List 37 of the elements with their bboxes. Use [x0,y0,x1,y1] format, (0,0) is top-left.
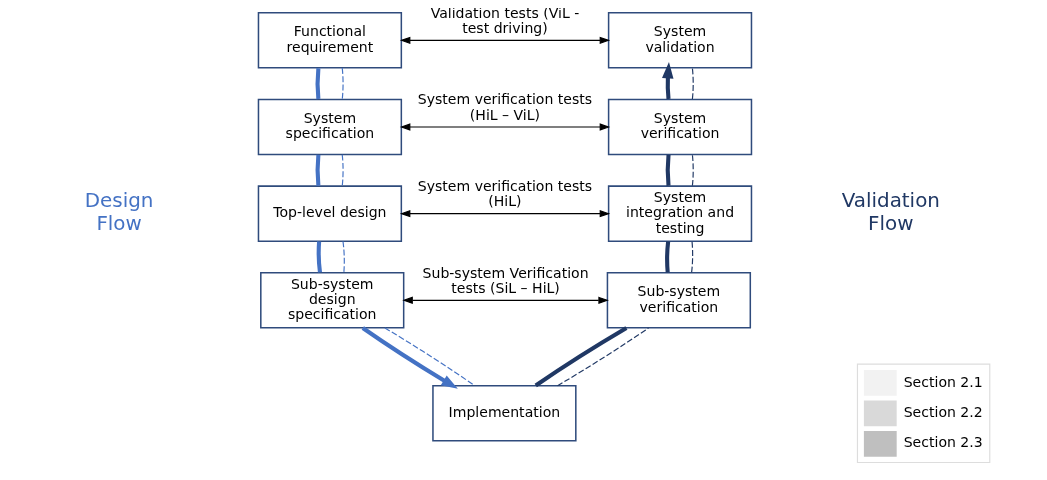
node-box: System integration and testing [607,185,752,242]
connector [556,327,649,387]
legend-label: Section 2.3 [903,434,983,451]
connector [664,241,670,273]
label: Validation Flow [841,189,940,235]
connector [315,154,320,186]
arrow [661,62,673,100]
arrow [399,123,610,131]
connector [341,67,344,100]
arrow [401,296,609,304]
connector [665,154,671,186]
node-box: Top-level design [257,185,402,242]
edge-label: System verification tests (HiL – ViL) [417,91,592,123]
connector [691,67,694,100]
legend-label: Section 2.1 [903,373,983,390]
node-box: System specification [257,98,402,156]
connector [341,240,345,273]
connector [315,68,320,100]
node-box: Functional requirement [257,12,402,69]
node-box: Implementation [431,385,577,442]
connector [534,326,627,388]
label: Design Flow [84,189,153,235]
connector [691,154,694,187]
edge-label: System verification tests (HiL) [417,177,592,210]
edge-label: Sub-system Verification tests (SiL – HiL) [422,264,589,296]
node-box: Sub-system verification [606,272,751,329]
node-box: System verification [607,98,752,156]
connector [383,327,475,387]
legend-label: Section 2.2 [903,403,983,420]
arrow [399,36,610,45]
connector [690,240,693,273]
arrow [361,326,458,389]
connector [316,241,322,273]
arrow [399,209,610,218]
node-box: Sub-system design specification [259,272,404,329]
node-box: System validation [607,12,752,69]
connector [341,154,344,187]
